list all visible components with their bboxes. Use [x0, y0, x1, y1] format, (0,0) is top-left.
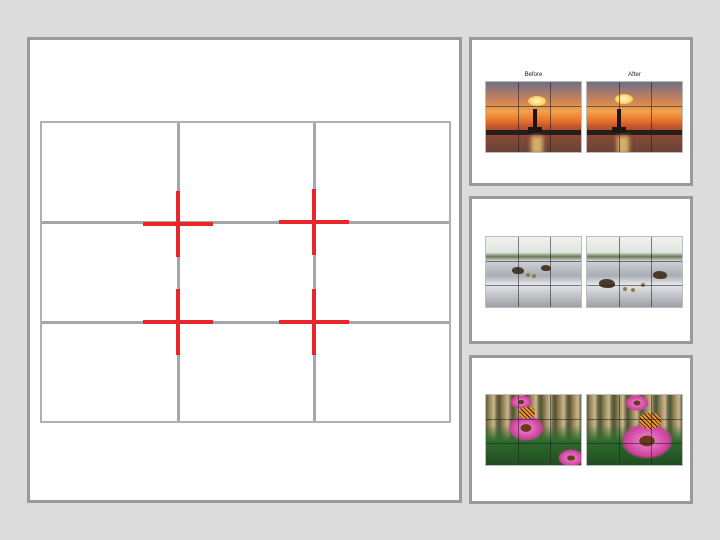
statue-silhouette — [533, 109, 537, 131]
bird-shape — [541, 265, 551, 271]
example-panel-shorebirds — [469, 196, 693, 344]
crosshair-marker-top-right — [279, 189, 349, 255]
photo-grid-line — [486, 130, 581, 131]
crosshair-marker-top-left — [143, 191, 213, 257]
photo-grid-line — [651, 82, 652, 152]
shorebirds-before-photo — [485, 236, 582, 308]
flower-shape — [621, 423, 673, 459]
photo-grid-line — [587, 130, 682, 131]
photo-grid-line — [587, 261, 682, 262]
photo-grid-line — [587, 106, 682, 107]
photo-grid-line — [587, 443, 682, 444]
butterfly-shape — [519, 407, 535, 419]
photo-grid-line — [550, 395, 551, 465]
butterfly-after-photo — [586, 394, 683, 466]
photo-grid-line — [651, 237, 652, 307]
photo-grid-line — [619, 237, 620, 307]
photo-grid-line — [550, 82, 551, 152]
water-reflection — [531, 136, 543, 152]
sunset-before-photo — [485, 81, 582, 153]
sunset-after-photo — [586, 81, 683, 153]
flower-shape — [558, 449, 581, 465]
photo-grid-line — [619, 82, 620, 152]
grid-line-vertical-1 — [177, 123, 180, 421]
photo-grid-line — [587, 285, 682, 286]
flower-shape — [510, 395, 532, 409]
before-label: Before — [524, 72, 543, 78]
chick-shape — [623, 287, 627, 291]
chick-shape — [526, 273, 530, 277]
butterfly-before-photo — [485, 394, 582, 466]
photo-grid-line — [518, 82, 519, 152]
grid-line-vertical-2 — [313, 123, 316, 421]
photo-grid-line — [619, 395, 620, 465]
rule-of-thirds-panel — [27, 37, 462, 503]
shoreline-shape — [587, 130, 682, 135]
photo-grid-line — [518, 395, 519, 465]
crosshair-marker-bottom-right — [279, 289, 349, 355]
photo-grid-line — [486, 285, 581, 286]
photo-grid-line — [486, 106, 581, 107]
grid-line-horizontal-1 — [42, 221, 449, 224]
shorebirds-after-photo — [586, 236, 683, 308]
water-reflection — [617, 136, 629, 152]
chick-shape — [631, 288, 635, 292]
sun-shape — [528, 96, 546, 106]
photo-grid-line — [651, 395, 652, 465]
photo-grid-line — [587, 419, 682, 420]
example-panel-sunset: Before After — [469, 37, 693, 186]
after-label: After — [628, 72, 641, 78]
photo-grid-line — [486, 419, 581, 420]
thirds-grid — [40, 121, 451, 423]
bird-shape — [653, 271, 667, 279]
bird-shape — [599, 279, 615, 288]
butterfly-shape — [639, 413, 661, 429]
example-panel-butterfly — [469, 355, 693, 504]
chick-shape — [532, 274, 536, 278]
grid-line-horizontal-2 — [42, 321, 449, 324]
photo-grid-line — [486, 261, 581, 262]
photo-grid-line — [486, 443, 581, 444]
crosshair-marker-bottom-left — [143, 289, 213, 355]
photo-grid-line — [550, 237, 551, 307]
sun-shape — [615, 94, 633, 104]
photo-grid-line — [518, 237, 519, 307]
flower-shape — [625, 395, 649, 411]
